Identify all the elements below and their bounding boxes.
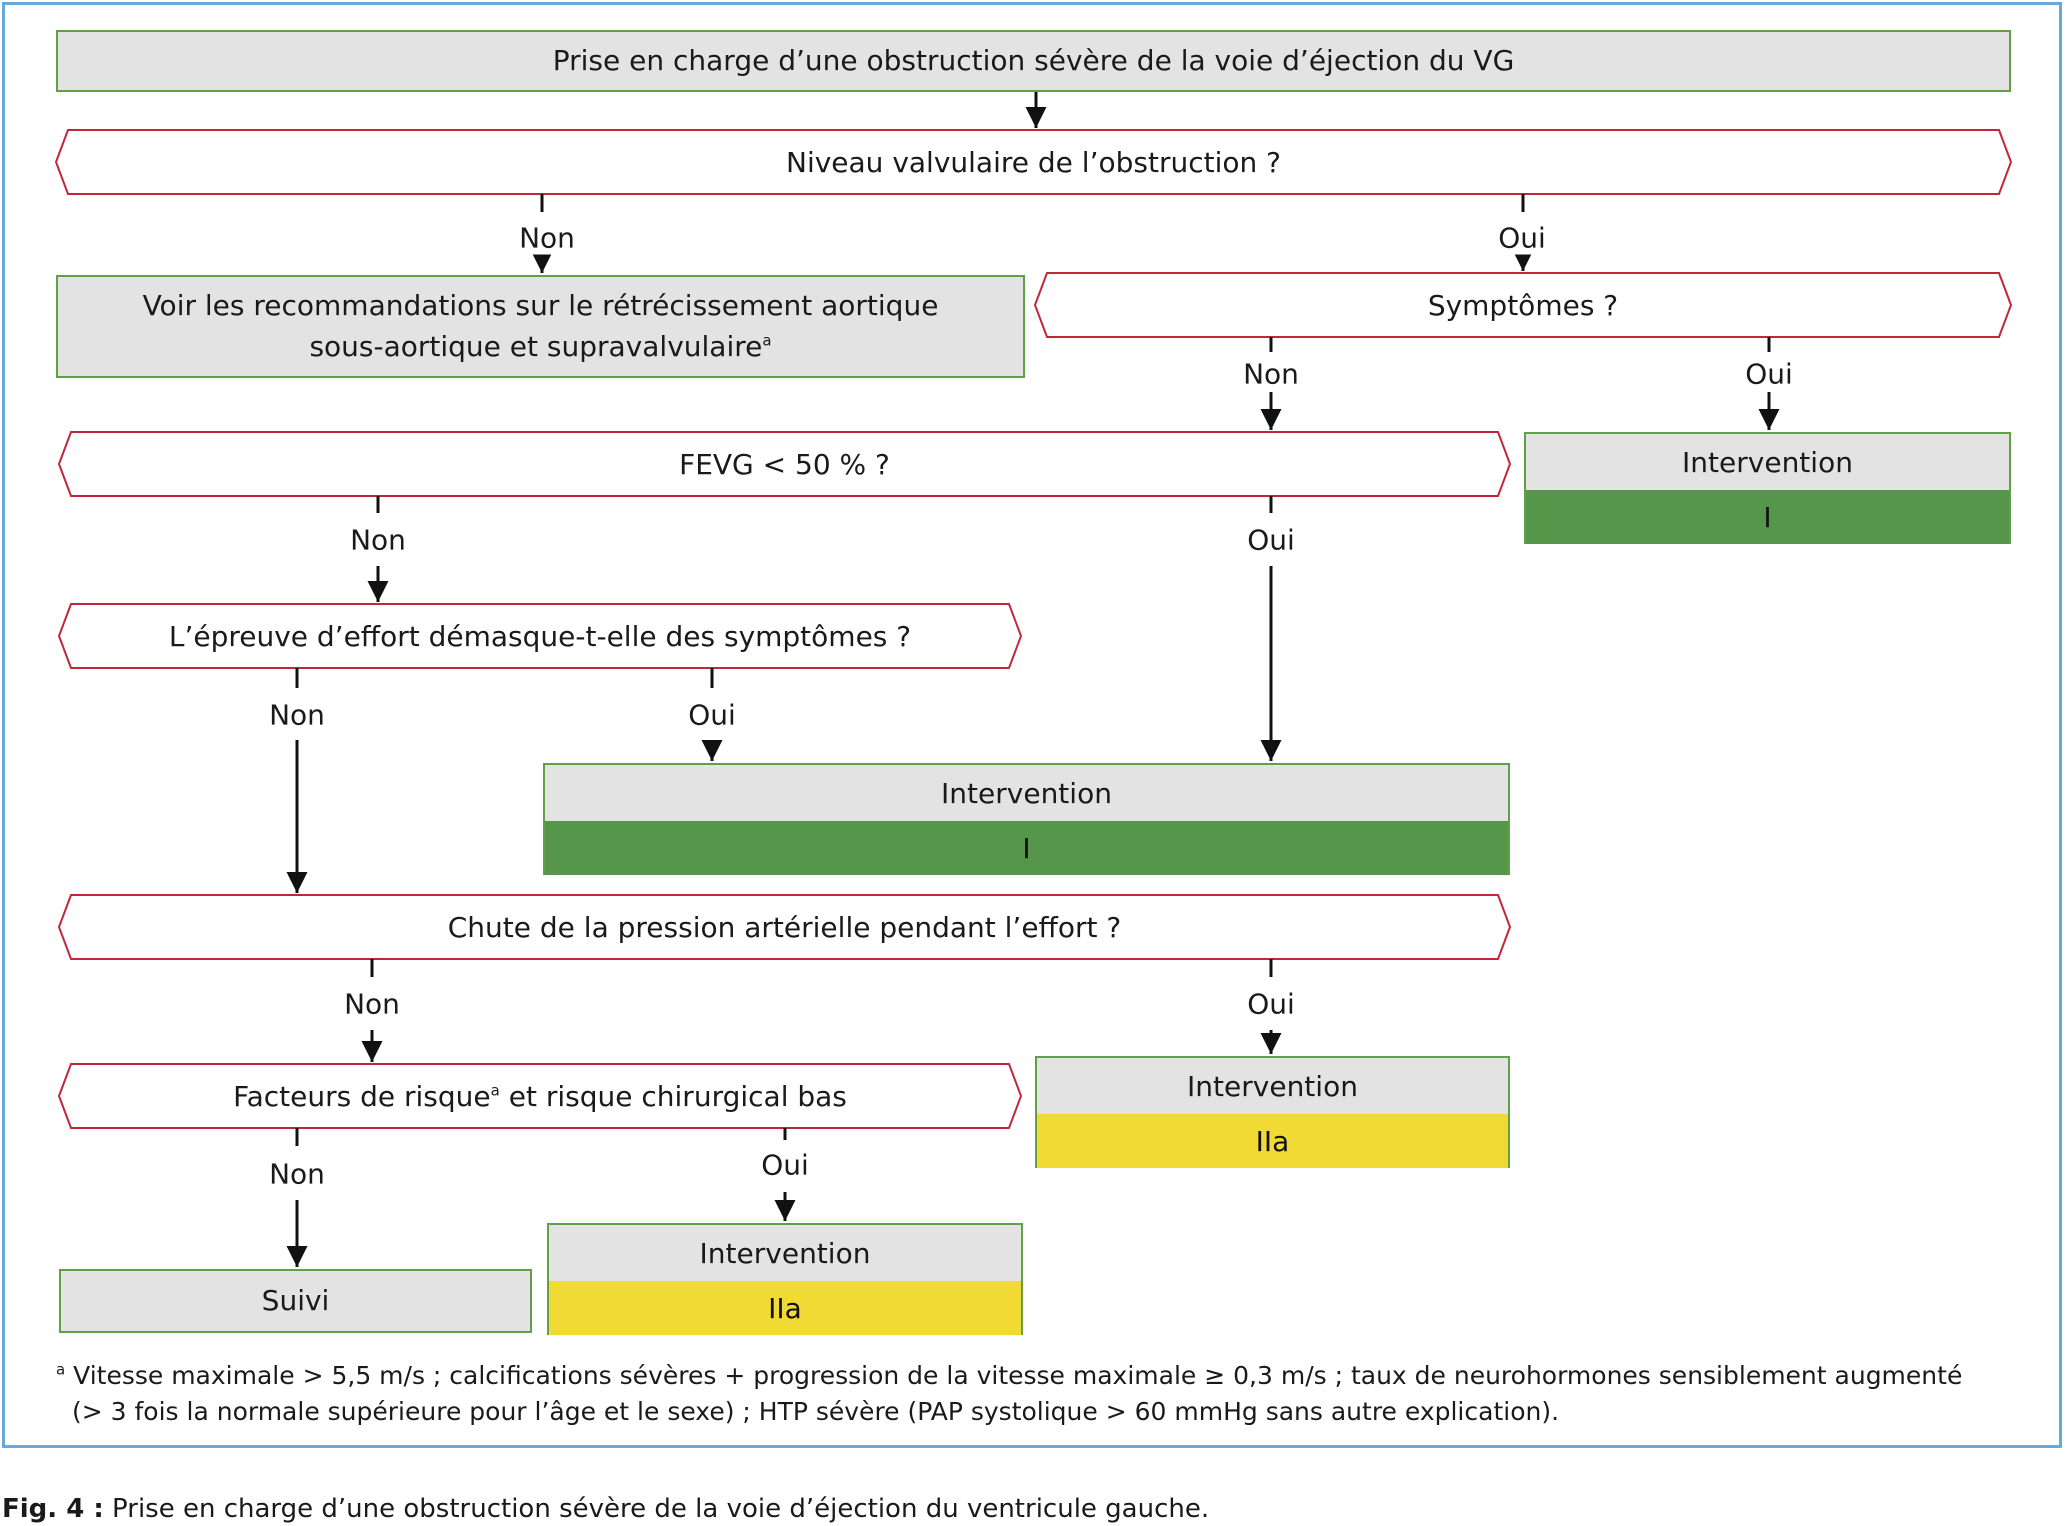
intervention-label: Intervention — [1526, 434, 2009, 490]
facteurs-post-text: et risque chirurgical bas — [499, 1079, 847, 1113]
footnote: a Vitesse maximale > 5,5 m/s ; calcifica… — [56, 1358, 1962, 1430]
caption-text: Prise en charge d’une obstruction sévère… — [103, 1494, 1210, 1524]
decision-facteurs-text: Facteurs de risquea et risque chirurgica… — [233, 1080, 847, 1113]
decision-facteurs: Facteurs de risquea et risque chirurgica… — [59, 1064, 1021, 1128]
decision-epreuve: L’épreuve d’effort démasque-t-elle des s… — [59, 604, 1021, 668]
decision-symptomes-shape — [1033, 272, 2013, 338]
suivi-box: Suivi — [59, 1269, 532, 1333]
decision-valvulaire: Niveau valvulaire de l’obstruction ? — [56, 130, 2011, 194]
figure-caption: Fig. 4 : Prise en charge d’une obstructi… — [2, 1494, 1209, 1524]
voir-line2: sous-aortique et supravalvulairea — [309, 327, 771, 368]
branch-label-oui: Oui — [757, 1148, 813, 1182]
intervention-label: Intervention — [549, 1225, 1021, 1281]
footnote-marker-voir: a — [762, 331, 772, 350]
intervention-class: IIa — [1037, 1114, 1508, 1168]
decision-epreuve-text: L’épreuve d’effort démasque-t-elle des s… — [168, 619, 912, 653]
voir-line1: Voir les recommandations sur le rétrécis… — [142, 288, 939, 322]
intervention-box-facteurs: Intervention IIa — [547, 1223, 1023, 1335]
branch-label-non: Non — [515, 221, 579, 255]
facteurs-pre-text: Facteurs de risque — [233, 1079, 491, 1113]
decision-chute-shape — [57, 894, 1512, 960]
decision-chute-text: Chute de la pression artérielle pendant … — [447, 910, 1122, 944]
caption-prefix: Fig. 4 : — [2, 1494, 104, 1524]
decision-valvulaire-text: Niveau valvulaire de l’obstruction ? — [786, 145, 1281, 179]
branch-label-oui: Oui — [684, 698, 740, 732]
intervention-class: I — [545, 821, 1508, 875]
intervention-box-fevg-epreuve: Intervention I — [543, 763, 1510, 875]
footnote-line1: a Vitesse maximale > 5,5 m/s ; calcifica… — [56, 1358, 1962, 1394]
voir-recommandations-box: Voir les recommandations sur le rétrécis… — [56, 275, 1025, 378]
decision-fevg-shape — [57, 431, 1512, 497]
decision-valvulaire-shape — [54, 129, 2013, 195]
branch-label-oui: Oui — [1243, 987, 1299, 1021]
title-text: Prise en charge d’une obstruction sévère… — [552, 43, 1515, 77]
branch-label-oui: Oui — [1243, 523, 1299, 557]
decision-shapes — [54, 129, 2013, 1129]
connector-lines — [286, 92, 1780, 1267]
decision-facteurs-shape — [57, 1063, 1023, 1129]
intervention-box-chute: Intervention IIa — [1035, 1056, 1510, 1168]
footnote-marker-facteurs: a — [490, 1081, 500, 1100]
intervention-class: IIa — [549, 1281, 1021, 1335]
footnote-line2: (> 3 fois la normale supérieure pour l’â… — [72, 1397, 1560, 1426]
decision-fevg-text: FEVG < 50 % ? — [679, 447, 890, 481]
decision-symptomes-text: Symptômes ? — [1427, 288, 1619, 322]
figure-frame — [2, 2, 2062, 1448]
decision-fevg: FEVG < 50 % ? — [59, 432, 1510, 496]
branch-label-non: Non — [340, 987, 404, 1021]
intervention-box-symptomes: Intervention I — [1524, 432, 2011, 544]
title-box: Prise en charge d’une obstruction sévère… — [56, 30, 2011, 92]
branch-label-non: Non — [265, 698, 329, 732]
suivi-text: Suivi — [261, 1283, 330, 1317]
branch-label-non: Non — [1239, 357, 1303, 391]
intervention-label: Intervention — [545, 765, 1508, 821]
intervention-class: I — [1526, 490, 2009, 544]
voir-line2-text: sous-aortique et supravalvulaire — [309, 329, 763, 363]
decision-chute: Chute de la pression artérielle pendant … — [59, 895, 1510, 959]
branch-label-oui: Oui — [1494, 221, 1550, 255]
footnote-marker: a — [56, 1360, 66, 1379]
branch-label-non: Non — [265, 1157, 329, 1191]
decision-epreuve-shape — [57, 603, 1023, 669]
branch-label-oui: Oui — [1741, 357, 1797, 391]
branch-label-non: Non — [346, 523, 410, 557]
decision-symptomes: Symptômes ? — [1035, 273, 2011, 337]
footnote-line1-text: Vitesse maximale > 5,5 m/s ; calcificati… — [65, 1361, 1963, 1390]
intervention-label: Intervention — [1037, 1058, 1508, 1114]
